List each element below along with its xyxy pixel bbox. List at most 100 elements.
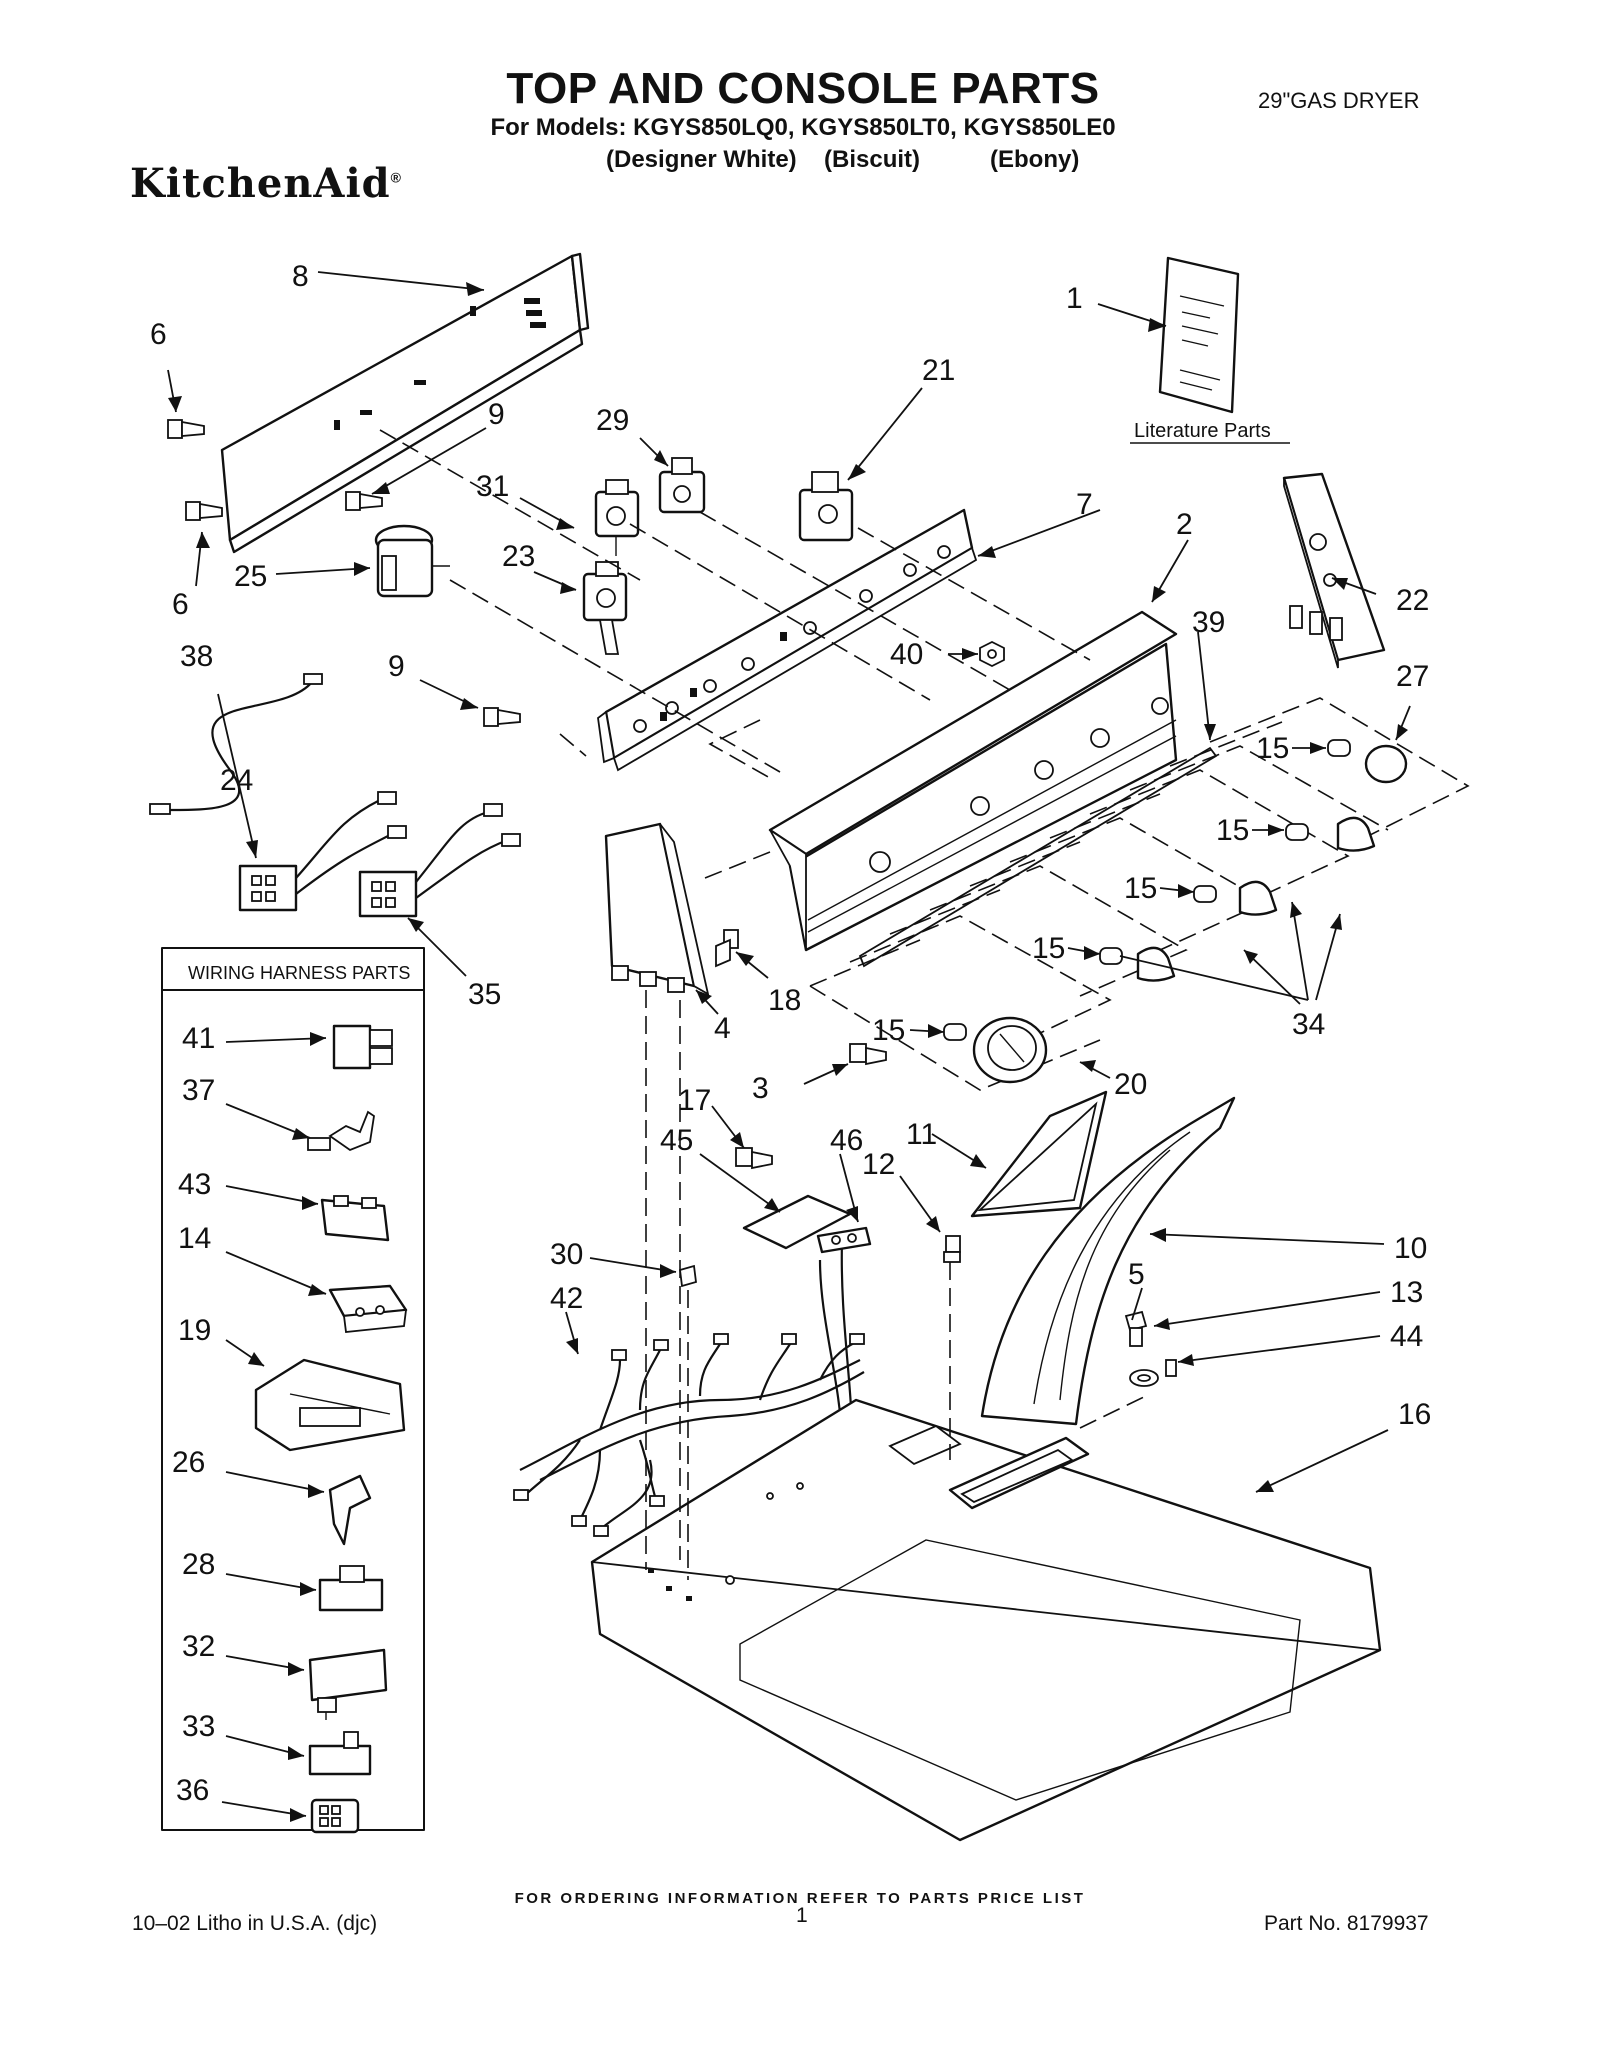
callout-25: 25 <box>234 560 267 593</box>
alignment-lines <box>379 429 1151 1580</box>
callout-9-lower: 9 <box>388 650 405 683</box>
callout-34: 34 <box>1292 1008 1325 1041</box>
callout-24: 24 <box>220 764 253 797</box>
appliance-category: 29"GAS DRYER <box>1258 88 1420 113</box>
callout-41: 41 <box>182 1022 215 1055</box>
color-biscuit: (Biscuit) <box>824 146 920 173</box>
callout-6-upper: 6 <box>150 318 167 351</box>
harness-24 <box>238 791 407 912</box>
callout-9-upper: 9 <box>488 398 505 431</box>
callout-19: 19 <box>178 1314 211 1347</box>
harness-connector-46 <box>816 1226 872 1254</box>
callout-12: 12 <box>862 1148 895 1181</box>
callout-40: 40 <box>890 638 923 671</box>
switch-21 <box>798 471 854 542</box>
callout-15-d: 15 <box>1032 932 1065 965</box>
thermistor-12 <box>943 1235 961 1263</box>
page-title: TOP AND CONSOLE PARTS <box>506 64 1100 113</box>
nut-40 <box>979 640 1005 668</box>
callout-15-c: 15 <box>1124 872 1157 905</box>
connector-36 <box>310 1798 360 1834</box>
connector-14 <box>328 1284 408 1333</box>
harness-35 <box>358 803 521 918</box>
leader-lines <box>167 271 1411 1822</box>
callout-1: 1 <box>1066 282 1083 315</box>
brand-logo: KitchenAid® <box>130 160 402 207</box>
clip-26 <box>328 1474 372 1546</box>
dryer-top <box>590 1398 1382 1842</box>
connector-41 <box>332 1024 393 1070</box>
knob-2 <box>1336 816 1376 852</box>
color-designer-white: (Designer White) <box>606 146 797 173</box>
connector-32 <box>308 1648 388 1720</box>
jumper-wire <box>149 673 323 815</box>
knob-1 <box>1364 744 1408 784</box>
callout-29: 29 <box>596 404 629 437</box>
literature-parts-label: Literature Parts <box>1134 420 1271 442</box>
callout-37: 37 <box>182 1074 215 1107</box>
callout-3: 3 <box>752 1072 769 1105</box>
color-ebony: (Ebony) <box>990 146 1080 173</box>
callout-23: 23 <box>502 540 535 573</box>
callout-6-lower: 6 <box>172 588 189 621</box>
screw-9-lower <box>483 707 521 727</box>
knob-assembly-outline <box>809 697 1470 1091</box>
screw-3 <box>849 1043 887 1066</box>
connector-19 <box>254 1358 406 1452</box>
callout-numbers: 1 2 3 4 5 6 6 7 8 9 9 10 11 12 13 14 15 … <box>150 260 1431 1807</box>
callout-43: 43 <box>178 1168 211 1201</box>
console <box>768 610 1178 952</box>
end-cap-right <box>1282 472 1386 669</box>
callout-30: 30 <box>550 1238 583 1271</box>
knob-3 <box>1238 880 1278 916</box>
callout-2: 2 <box>1176 508 1193 541</box>
callout-15-b: 15 <box>1216 814 1249 847</box>
callout-27: 27 <box>1396 660 1429 693</box>
screw-17 <box>735 1147 773 1170</box>
control-bracket <box>597 508 978 772</box>
lint-screen-cover <box>970 1090 1108 1218</box>
callout-44: 44 <box>1390 1320 1423 1353</box>
callout-46: 46 <box>830 1124 863 1157</box>
callout-42: 42 <box>550 1282 583 1315</box>
screw-9-upper <box>345 491 383 511</box>
connector-43 <box>320 1195 390 1242</box>
callout-15-a: 15 <box>1256 732 1289 765</box>
part-number: Part No. 8179937 <box>1264 1912 1429 1935</box>
callout-13: 13 <box>1390 1276 1423 1309</box>
litho-info: 10–02 Litho in U.S.A. (djc) <box>132 1912 378 1935</box>
callout-15-e: 15 <box>872 1014 905 1047</box>
screw-13 <box>1124 1310 1148 1347</box>
clip-30 <box>679 1264 697 1288</box>
callout-21: 21 <box>922 354 955 387</box>
callout-22: 22 <box>1396 584 1429 617</box>
callout-33: 33 <box>182 1710 215 1743</box>
screw-44 <box>1165 1359 1177 1377</box>
switch-29 <box>658 457 706 514</box>
switch-31 <box>594 479 640 556</box>
models-line: For Models: KGYS850LQ0, KGYS850LT0, KGYS… <box>490 114 1116 141</box>
callout-4: 4 <box>714 1012 731 1045</box>
end-cap-left <box>604 822 710 996</box>
literature-booklet <box>1158 256 1240 414</box>
callout-32: 32 <box>182 1630 215 1663</box>
callout-16: 16 <box>1398 1398 1431 1431</box>
switch-23 <box>582 561 628 655</box>
washer-44 <box>1129 1369 1159 1387</box>
main-wire-harness <box>513 1239 865 1537</box>
callout-11: 11 <box>906 1118 937 1151</box>
page-number: 1 <box>796 1904 808 1927</box>
callout-20: 20 <box>1114 1068 1147 1101</box>
knob-shaft-5 <box>943 1023 967 1041</box>
wiring-harness-parts-title: WIRING HARNESS PARTS <box>188 963 410 983</box>
callout-39: 39 <box>1192 606 1225 639</box>
connector-28 <box>318 1565 384 1612</box>
timer-knob <box>972 1016 1048 1084</box>
registered-mark: ® <box>390 169 402 186</box>
callout-35: 35 <box>468 978 501 1011</box>
callout-8: 8 <box>292 260 309 293</box>
timer <box>374 524 450 598</box>
knob-shaft-1 <box>1327 739 1351 757</box>
callout-14: 14 <box>178 1222 211 1255</box>
